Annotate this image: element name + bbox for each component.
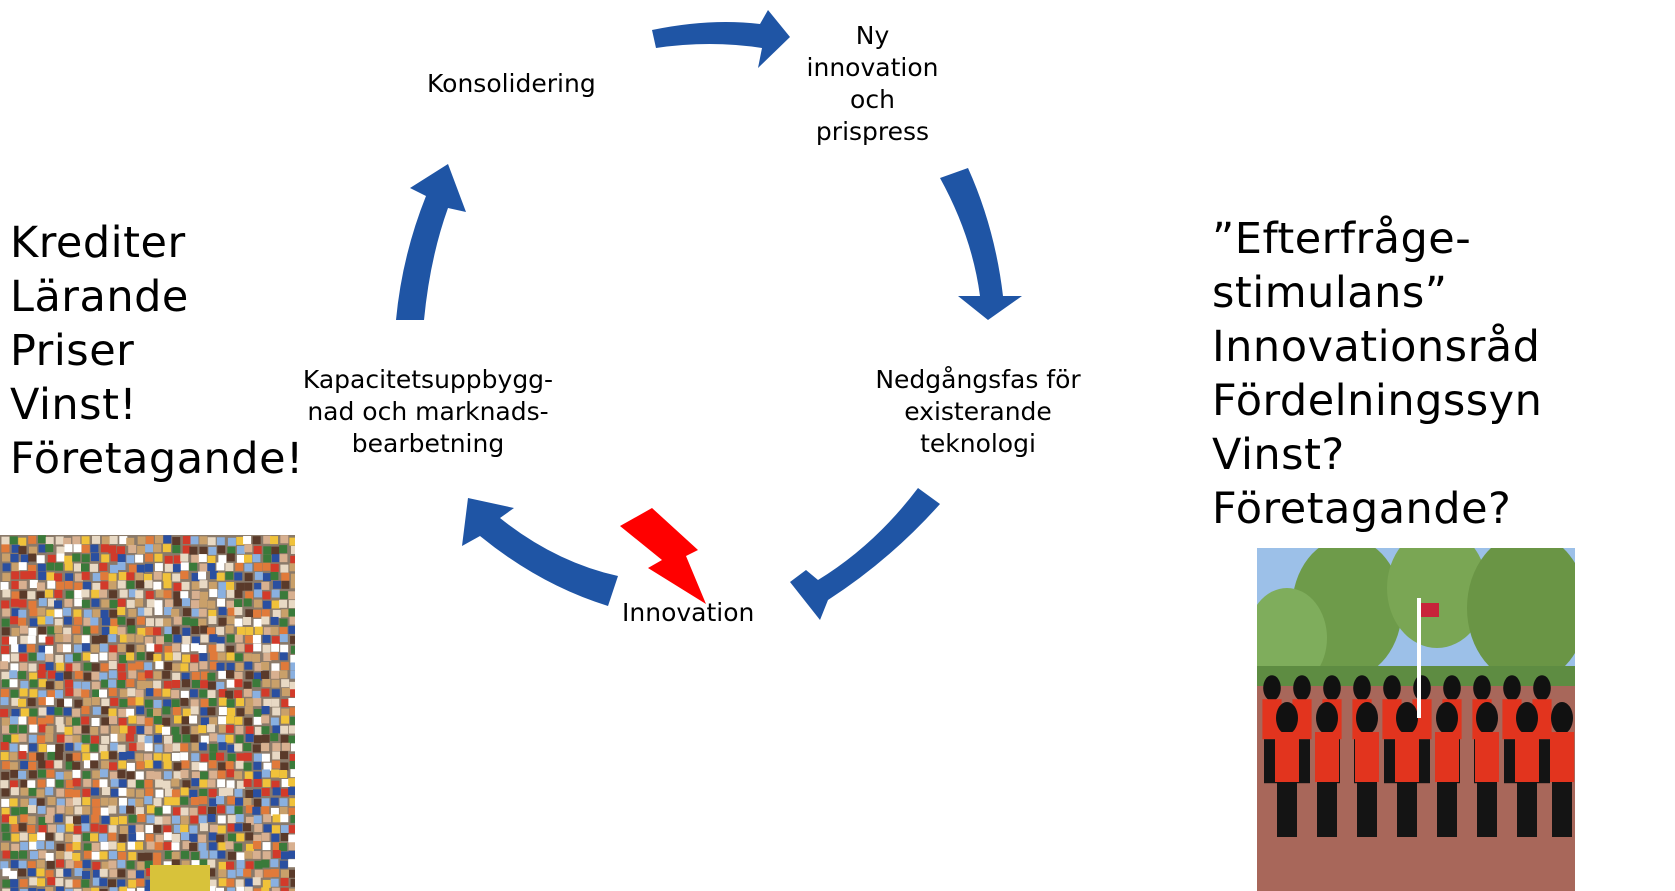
list-item: Lärande [10,272,189,322]
list-item: Vinst? [1212,430,1345,480]
list-item: Vinst! [10,380,138,430]
list-item: ”Efterfråge- [1212,214,1472,264]
stadium-crowd-photo [0,535,295,891]
curved-arrow-icon [396,164,466,320]
right-list: ”Efterfråge- stimulans” Innovationsråd F… [1212,212,1542,536]
list-item: Företagande! [10,434,304,484]
list-item: Innovationsråd [1212,322,1541,372]
curved-arrow-icon [940,168,1022,320]
label-ny-innovation: Ny innovation och prispress [806,21,939,146]
list-item: Fördelningssyn [1212,376,1543,426]
curved-arrow-icon [790,488,940,620]
list-item: Företagande? [1212,484,1512,534]
curved-arrow-icon [652,10,790,68]
list-item: Priser [10,326,135,376]
lightning-bolt-icon [620,508,706,604]
marching-guards-photo [1257,548,1575,891]
list-item: stimulans” [1212,268,1448,318]
label-nedgangsfas: Nedgångsfas för existerande teknologi [875,365,1081,458]
left-list: Krediter Lärande Priser Vinst! Företagan… [10,216,304,486]
label-konsolidering: Konsolidering [427,69,596,98]
list-item: Krediter [10,218,186,268]
curved-arrow-icon [462,498,618,606]
label-kapacitetsuppbyggnad: Kapacitetsuppbygg- nad och marknads- bea… [302,365,554,458]
label-innovation: Innovation [622,598,755,627]
